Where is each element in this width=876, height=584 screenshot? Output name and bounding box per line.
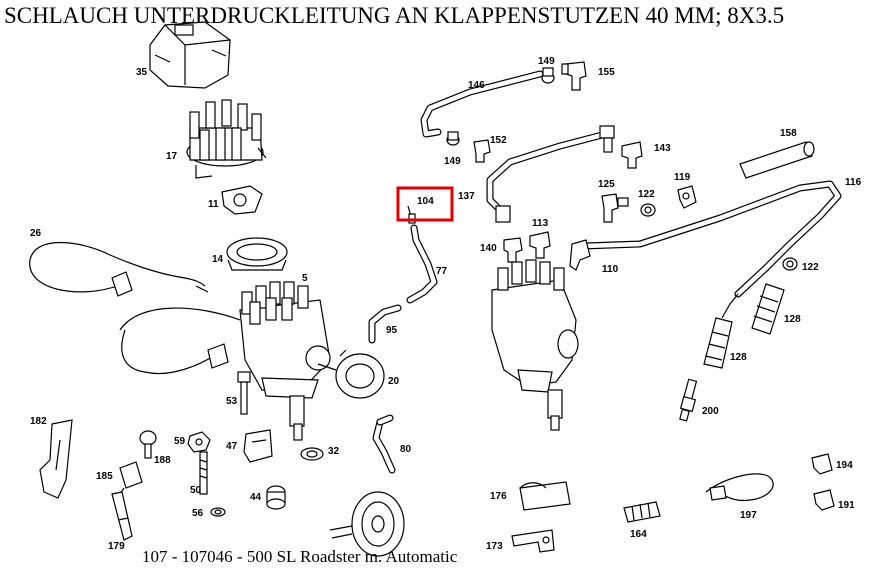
vehicle-model-caption: 107 - 107046 - 500 SL Roadster m. Automa… xyxy=(142,547,458,566)
label-50: 50 xyxy=(190,485,202,496)
spark-plug-connector-128a-part[interactable] xyxy=(751,283,785,335)
label-5: 5 xyxy=(302,273,308,284)
vacuum-unit-part[interactable] xyxy=(317,349,385,399)
bracket-173-part[interactable] xyxy=(511,529,555,553)
bracket-182-part[interactable] xyxy=(39,419,73,499)
label-185: 185 xyxy=(96,471,113,482)
label-191: 191 xyxy=(838,500,855,511)
clip-191-part[interactable] xyxy=(813,489,835,511)
label-173: 173 xyxy=(486,541,503,552)
screw-188-part[interactable] xyxy=(139,430,157,459)
grommet-122-part[interactable] xyxy=(640,203,656,217)
label-140: 140 xyxy=(480,243,497,254)
label-95: 95 xyxy=(386,325,398,336)
label-47: 47 xyxy=(226,441,238,452)
spark-plug-200-part[interactable] xyxy=(679,378,698,422)
label-53: 53 xyxy=(226,396,238,407)
label-137: 137 xyxy=(458,191,475,202)
label-149-lower: 149 xyxy=(444,156,461,167)
connector-152-part[interactable] xyxy=(473,139,491,163)
label-152: 152 xyxy=(490,135,507,146)
fitting-149-part[interactable] xyxy=(541,67,555,84)
label-164: 164 xyxy=(630,529,647,540)
label-122-top: 122 xyxy=(638,189,655,200)
label-200: 200 xyxy=(702,406,719,417)
label-80: 80 xyxy=(400,444,412,455)
label-56: 56 xyxy=(192,508,204,519)
label-125: 125 xyxy=(598,179,615,190)
label-44: 44 xyxy=(250,492,262,503)
clamp-47-part[interactable] xyxy=(243,429,273,463)
label-146: 146 xyxy=(468,80,485,91)
ignition-lead-116-part[interactable] xyxy=(580,180,842,298)
label-176: 176 xyxy=(490,491,507,502)
label-128-right: 128 xyxy=(784,314,801,325)
connector-113-part[interactable] xyxy=(529,231,551,259)
label-194: 194 xyxy=(836,460,853,471)
hose-95-part[interactable] xyxy=(368,304,402,344)
elbow-143-part[interactable] xyxy=(621,141,643,169)
label-122-lower: 122 xyxy=(802,262,819,273)
clip-119-part[interactable] xyxy=(677,185,697,209)
label-182: 182 xyxy=(30,416,47,427)
label-20: 20 xyxy=(388,376,400,387)
label-155: 155 xyxy=(598,67,615,78)
ignition-cable-part[interactable] xyxy=(29,242,209,297)
label-113: 113 xyxy=(532,218,549,229)
connector-140-part[interactable] xyxy=(503,237,523,263)
distributor-body-part[interactable] xyxy=(491,259,579,431)
label-188: 188 xyxy=(154,455,171,466)
grommet-122b-part[interactable] xyxy=(782,257,798,271)
bolt-53-part[interactable] xyxy=(237,371,251,415)
elbow-connector-155-part[interactable] xyxy=(561,61,587,91)
distributor-assembly-part[interactable] xyxy=(119,281,331,441)
label-116: 116 xyxy=(845,177,862,188)
page-title: SCHLAUCH UNTERDRUCKLEITUNG AN KLAPPENSTU… xyxy=(4,3,785,28)
label-26: 26 xyxy=(30,228,42,239)
bushing-44-part[interactable] xyxy=(266,485,286,510)
spark-plug-connector-128b-part[interactable] xyxy=(703,293,739,369)
label-179: 179 xyxy=(108,541,125,552)
label-14: 14 xyxy=(212,254,224,265)
label-119: 119 xyxy=(674,172,691,183)
label-17: 17 xyxy=(166,151,178,162)
vacuum-line-146-part[interactable] xyxy=(420,70,544,138)
label-110: 110 xyxy=(602,264,619,275)
fitting-149b-part[interactable] xyxy=(446,131,460,146)
connector-block-164-part[interactable] xyxy=(623,501,661,523)
hose-80-part[interactable] xyxy=(372,414,396,474)
washer-56-part[interactable] xyxy=(210,507,226,517)
cover-176-part[interactable] xyxy=(519,481,571,511)
label-143: 143 xyxy=(654,143,671,154)
stud-50-part[interactable] xyxy=(199,451,208,495)
nut-59-part[interactable] xyxy=(187,431,211,453)
label-59: 59 xyxy=(174,436,186,447)
label-149-top: 149 xyxy=(538,56,555,67)
cable-tie-197-part[interactable] xyxy=(705,473,774,502)
label-32: 32 xyxy=(328,446,340,457)
label-11: 11 xyxy=(208,199,219,210)
clip-194-part[interactable] xyxy=(811,453,833,475)
ignition-cap-part[interactable] xyxy=(186,99,267,179)
strap-179-part[interactable] xyxy=(111,491,133,541)
highlight-box xyxy=(396,186,454,222)
sleeve-158-part[interactable] xyxy=(739,141,815,179)
vacuum-line-137-part[interactable] xyxy=(486,125,615,223)
label-158: 158 xyxy=(780,128,797,139)
gasket-ring-part[interactable] xyxy=(226,237,288,271)
label-35: 35 xyxy=(136,67,148,78)
label-128-left: 128 xyxy=(730,352,747,363)
label-104: 104 xyxy=(417,196,434,207)
rotor-part[interactable] xyxy=(221,185,263,215)
connector-110-part[interactable] xyxy=(569,239,591,271)
connector-125-part[interactable] xyxy=(601,193,629,223)
distributor-cap-part[interactable] xyxy=(149,21,231,89)
hose-77-part[interactable] xyxy=(406,224,438,304)
label-197: 197 xyxy=(740,510,757,521)
washer-32-part[interactable] xyxy=(300,447,324,461)
label-77: 77 xyxy=(436,266,448,277)
pulley-part[interactable] xyxy=(329,491,405,557)
